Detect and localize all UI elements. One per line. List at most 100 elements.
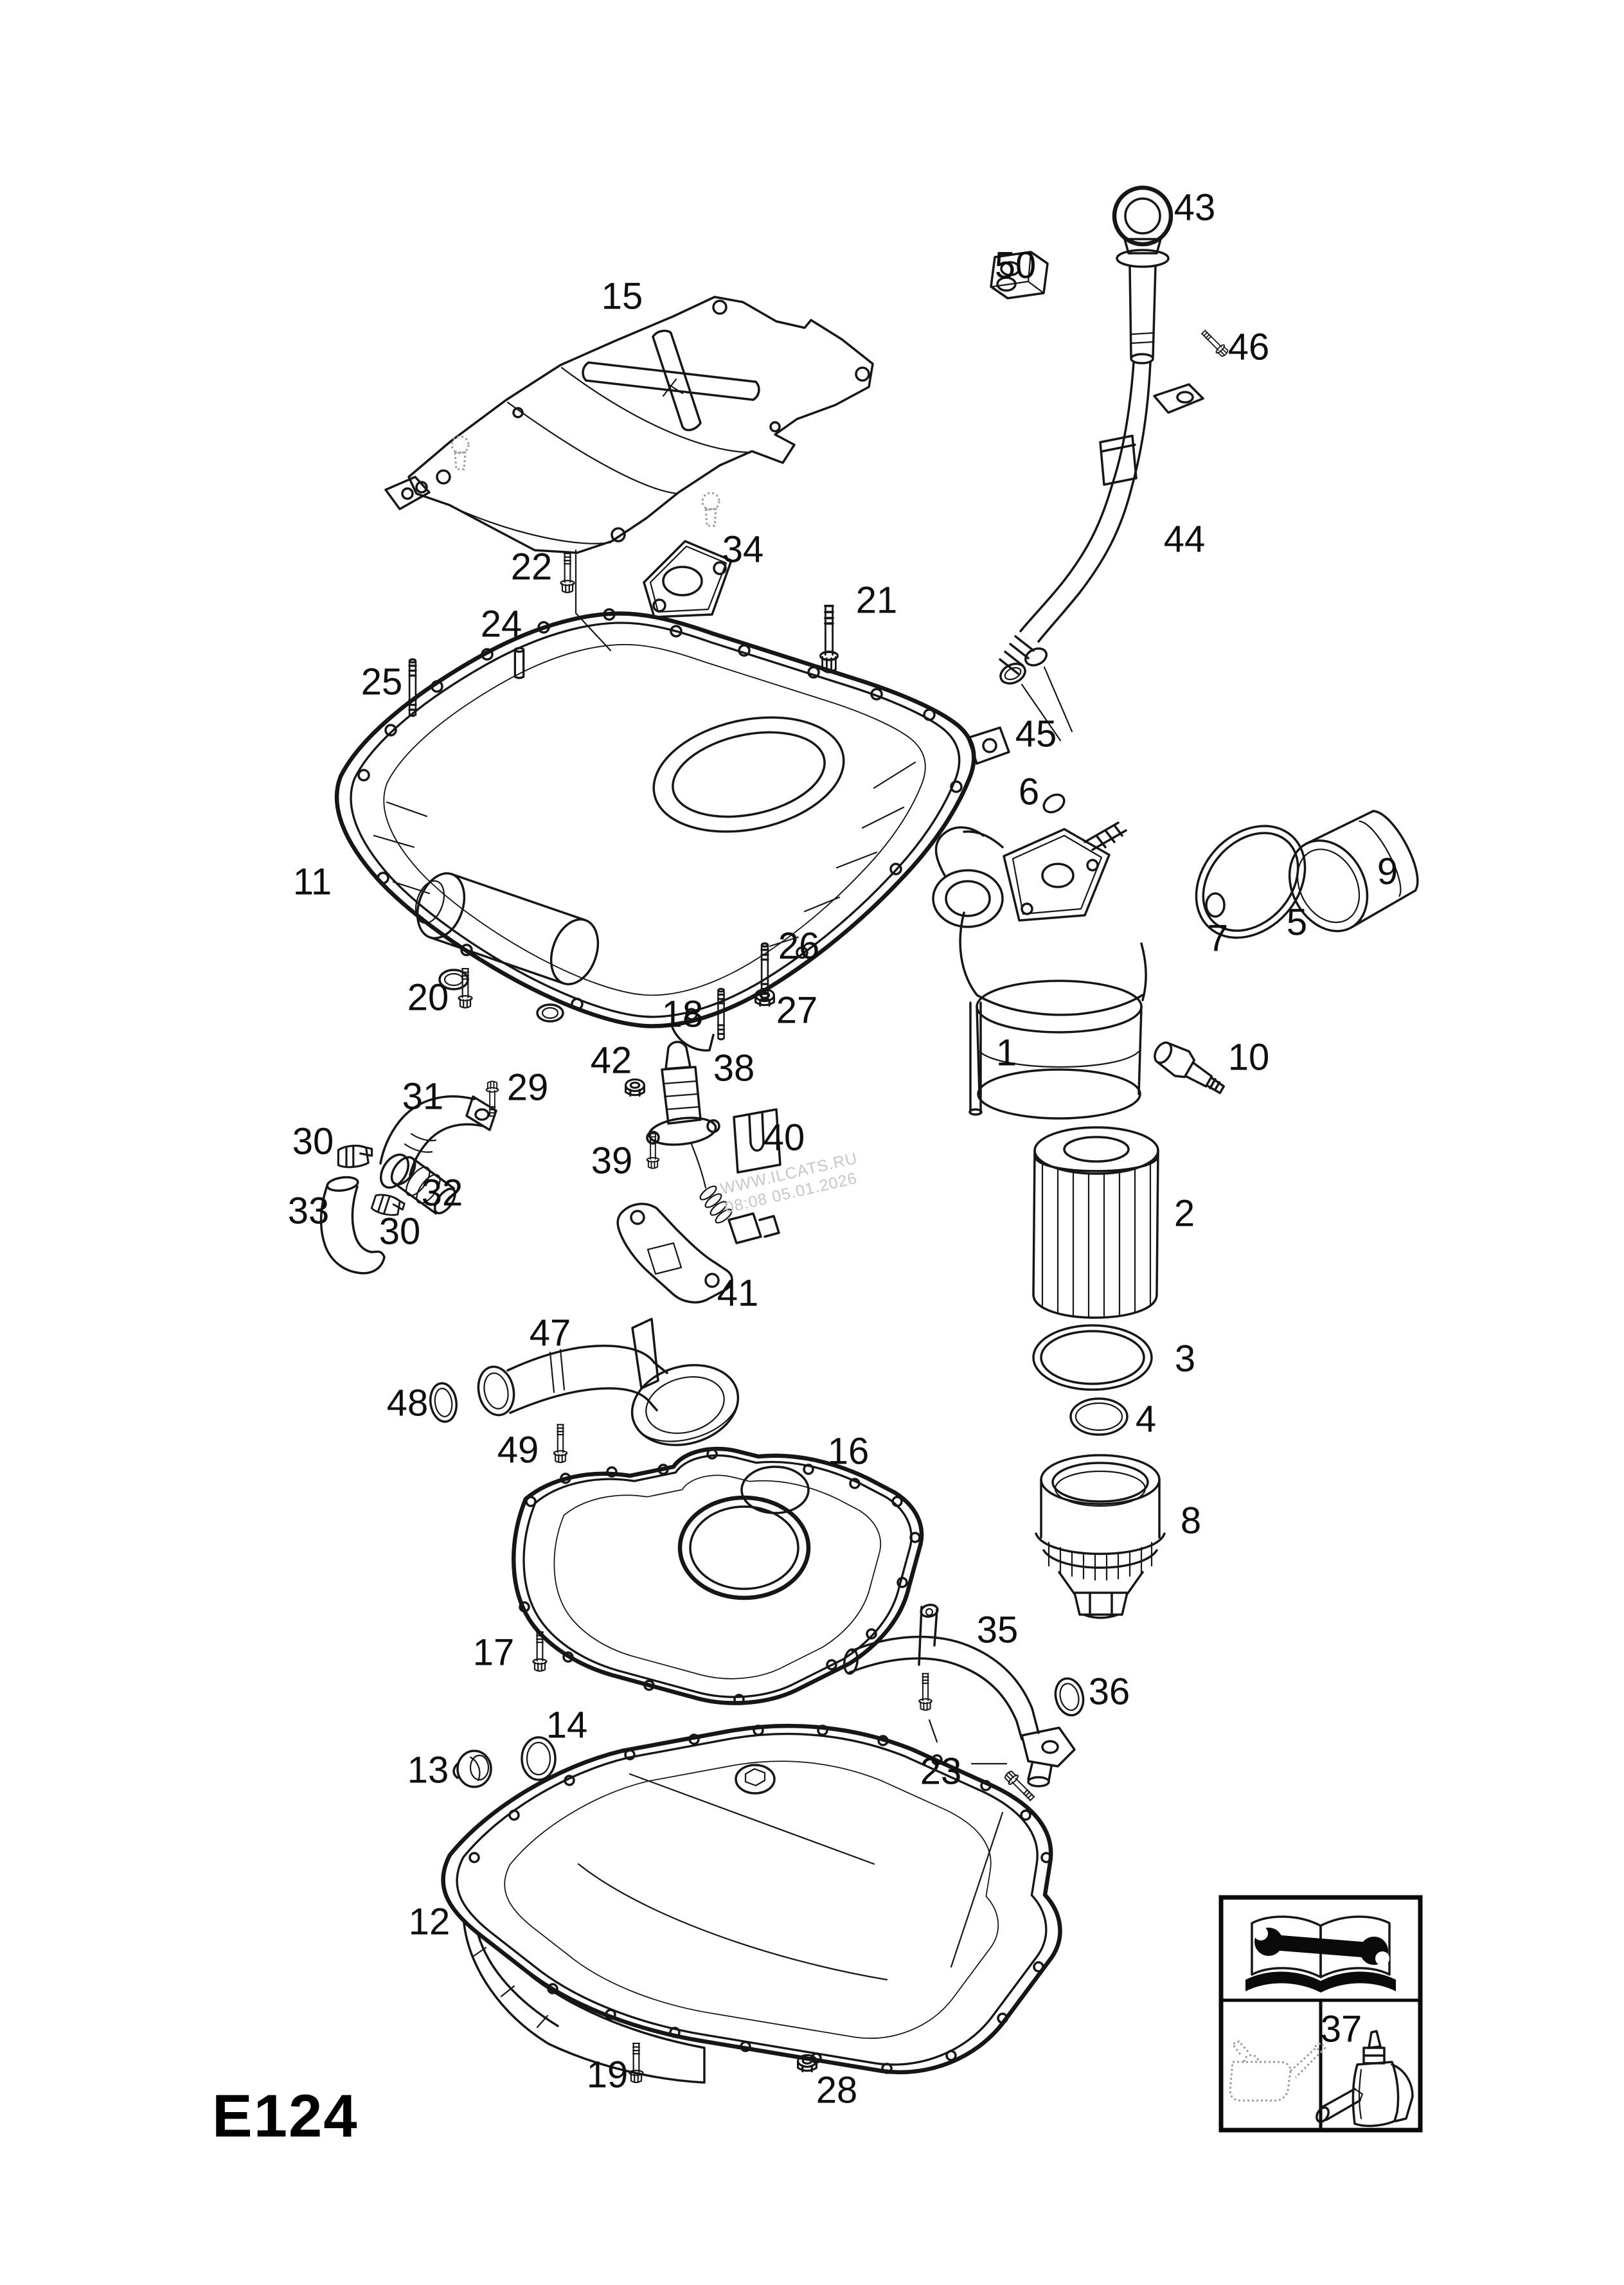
part-label-15: 15 [601, 275, 643, 318]
sealant-bottle-icon [1316, 2030, 1414, 2128]
part-label-25: 25 [361, 661, 403, 703]
part-label-23: 23 [920, 1750, 962, 1793]
part-label-5: 5 [1286, 901, 1308, 944]
part-13-drain-plug [452, 1750, 492, 1788]
part-36-o-ring [1054, 1677, 1085, 1717]
plastic-rivet-icons [451, 435, 720, 527]
part-label-4: 4 [1135, 1398, 1157, 1440]
part-label-48: 48 [386, 1382, 429, 1424]
part-1-oil-filter-housing [932, 821, 1147, 1120]
part-5-seal-ring [1195, 825, 1307, 939]
legend-part-number: 37 [1320, 2008, 1362, 2050]
part-label-39: 39 [591, 1140, 633, 1182]
part-label-26: 26 [778, 925, 820, 967]
part-label-30: 30 [292, 1120, 334, 1163]
part-label-12: 12 [408, 1901, 451, 1943]
part-label-7: 7 [1207, 917, 1229, 960]
part-50-clip [990, 251, 1049, 300]
part-label-18: 18 [661, 993, 704, 1035]
part-23-bolt [918, 1672, 932, 1711]
part-label-6: 6 [1018, 771, 1040, 813]
part-32-connector-pipe [390, 1156, 456, 1215]
part-label-45: 45 [1015, 713, 1057, 755]
part-label-42: 42 [590, 1039, 632, 1082]
part-30-clamp [337, 1144, 373, 1169]
part-8-filter-cap [1035, 1454, 1166, 1619]
part-49-bolt [553, 1424, 568, 1464]
part-2-oil-filter-element [1032, 1126, 1159, 1319]
part-label-3: 3 [1174, 1338, 1196, 1380]
part-label-31: 31 [402, 1075, 444, 1118]
part-label-46: 46 [1227, 326, 1270, 368]
diagram-code-label: E124 [212, 2082, 359, 2149]
part-label-8: 8 [1180, 1500, 1202, 1542]
part-label-9: 9 [1377, 850, 1398, 893]
part-25-stud [408, 658, 417, 717]
part-label-30: 30 [379, 1210, 421, 1253]
part-9-cover-cap [1288, 810, 1419, 933]
part-label-50: 50 [994, 244, 1037, 287]
part-label-27: 27 [776, 989, 818, 1032]
part-28-nut [797, 2054, 817, 2073]
part-43-dipstick [1112, 185, 1173, 268]
part-10-oil-pressure-switch [1154, 1041, 1225, 1095]
part-44-dipstick-tube [999, 265, 1204, 675]
part-22-bolt [560, 552, 575, 593]
part-7-o-ring [1205, 892, 1226, 918]
part-3-seal-ring [1032, 1324, 1153, 1391]
part-18-stud [717, 987, 726, 1041]
part-34-gasket [643, 540, 733, 618]
part-label-19: 19 [586, 2054, 629, 2096]
oil-can-icon [1229, 2040, 1326, 2102]
part-label-1: 1 [995, 1032, 1017, 1074]
part-label-13: 13 [407, 1749, 449, 1791]
part-label-35: 35 [976, 1609, 1019, 1651]
part-14-seal-ring [521, 1736, 557, 1781]
part-label-33: 33 [287, 1190, 330, 1232]
part-label-22: 22 [510, 546, 553, 588]
part-45-seal-rings [999, 647, 1073, 742]
part-48-o-ring [429, 1382, 458, 1423]
part-label-24: 24 [480, 603, 522, 645]
part-label-44: 44 [1163, 518, 1206, 560]
part-label-21: 21 [855, 579, 898, 622]
part-40-clip [733, 1108, 781, 1174]
part-15-protection-shield [384, 296, 874, 554]
part-19-bolt [629, 2042, 644, 2083]
legend-box [1218, 1895, 1423, 2133]
part-label-40: 40 [763, 1116, 805, 1159]
part-label-29: 29 [506, 1066, 549, 1109]
part-label-47: 47 [529, 1312, 571, 1354]
part-label-2: 2 [1173, 1192, 1195, 1235]
part-label-34: 34 [722, 528, 764, 571]
part-21-bolt [819, 604, 839, 674]
part-label-38: 38 [713, 1047, 755, 1089]
leader-line-22 [575, 549, 612, 652]
part-label-16: 16 [827, 1430, 870, 1473]
part-label-43: 43 [1173, 186, 1216, 229]
part-46-bolt [1199, 327, 1231, 359]
part-label-32: 32 [421, 1172, 463, 1214]
part-27-nut [754, 988, 775, 1007]
part-12-oil-pan-bottom [443, 1726, 1060, 2084]
part-label-20: 20 [407, 976, 449, 1019]
part-35-oil-pipe [843, 1604, 1076, 1788]
part-38-oil-level-sensor [646, 1041, 780, 1244]
part-label-28: 28 [816, 2069, 858, 2111]
part-label-36: 36 [1088, 1671, 1130, 1713]
part-label-14: 14 [546, 1704, 588, 1746]
part-label-17: 17 [472, 1631, 515, 1674]
part-31-vent-hose [379, 1095, 497, 1189]
part-33-hose [319, 1176, 386, 1275]
service-manual-icon [1245, 1915, 1396, 1993]
part-label-49: 49 [497, 1429, 539, 1471]
part-label-41: 41 [717, 1272, 759, 1314]
leader-line-23 [928, 1719, 1008, 1765]
part-6-o-ring [1042, 793, 1066, 814]
part-39-bolt [646, 1133, 660, 1169]
part-4-o-ring [1069, 1397, 1129, 1436]
part-label-10: 10 [1227, 1036, 1270, 1079]
part-41-bracket [616, 1203, 733, 1304]
